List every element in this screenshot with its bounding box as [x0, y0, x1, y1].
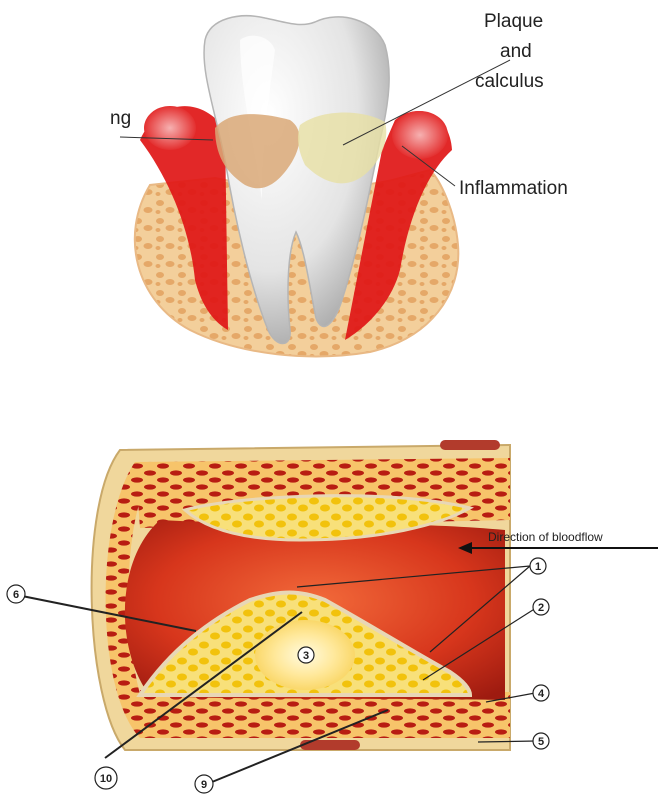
- marker-10: 10: [95, 767, 117, 789]
- gum-right-highlight: [392, 111, 448, 159]
- label-plaque-line1: Plaque: [484, 11, 543, 32]
- marker-4-text: 4: [538, 688, 545, 700]
- vessel-stub-top: [440, 440, 500, 450]
- marker-2-text: 2: [538, 602, 544, 614]
- marker-6-text: 6: [13, 589, 19, 601]
- artery-illustration: [92, 440, 510, 750]
- label-inflammation: Inflammation: [459, 178, 568, 199]
- label-plaque-line2: and: [500, 41, 532, 62]
- marker-6: 6: [7, 585, 25, 603]
- marker-4: 4: [533, 685, 549, 701]
- label-left-partial: ng: [110, 108, 131, 129]
- label-plaque-line3: calculus: [475, 71, 544, 92]
- marker-3-text: 3: [303, 650, 309, 662]
- marker-5: 5: [533, 733, 549, 749]
- marker-2: 2: [533, 599, 549, 615]
- marker-3: 3: [298, 647, 314, 663]
- label-direction-bloodflow: Direction of bloodflow: [488, 530, 603, 544]
- tooth-illustration: [135, 16, 459, 357]
- gum-left-highlight: [144, 106, 196, 150]
- marker-1-text: 1: [535, 561, 541, 573]
- marker-10-text: 10: [100, 773, 112, 785]
- marker-1: 1: [530, 558, 546, 574]
- marker-9-text: 9: [201, 779, 207, 791]
- marker-9: 9: [195, 775, 213, 793]
- marker-5-text: 5: [538, 736, 544, 748]
